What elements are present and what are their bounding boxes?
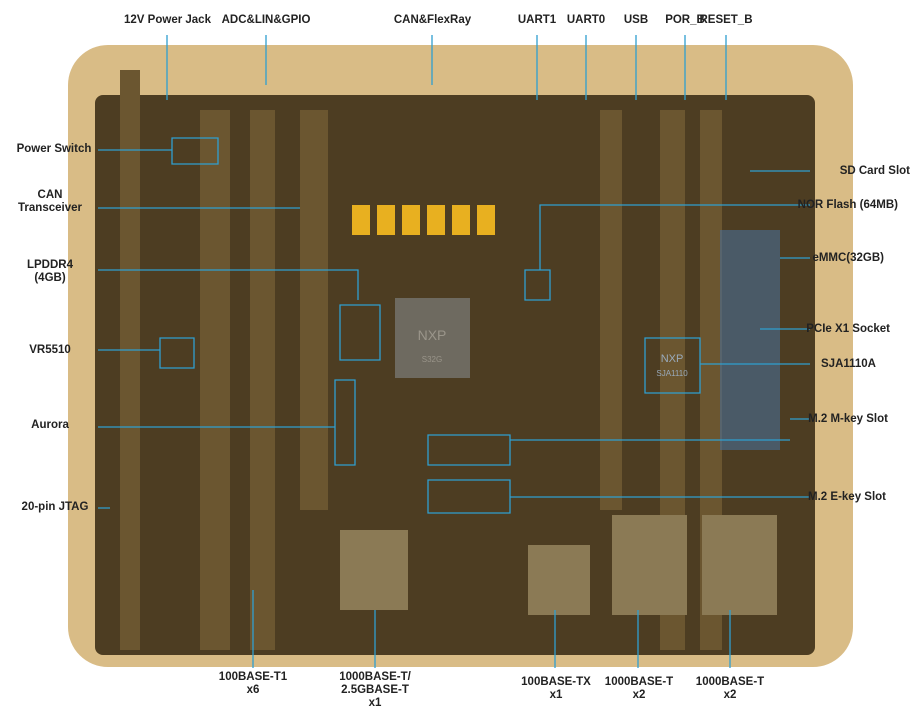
label-1000base-t-b: 1000BASE-T x2: [695, 676, 765, 701]
label-can-transceiver: CAN Transceiver: [18, 189, 82, 214]
label-vr5510: VR5510: [29, 344, 71, 356]
label-aurora: Aurora: [31, 419, 69, 431]
label-por-b: POR_B: [665, 14, 705, 26]
label-1000base-t-a: 1000BASE-T x2: [604, 676, 674, 701]
label-sd-card-slot: SD Card Slot: [839, 165, 910, 177]
leader-lines: [98, 35, 810, 668]
svg-text:S32G: S32G: [422, 355, 442, 364]
label-20-pin-jtag: 20-pin JTAG: [21, 501, 89, 513]
label-1000base-t-2-5gbase-t: 1000BASE-T/ 2.5GBASE-T x1: [339, 671, 411, 709]
label-power-switch: Power Switch: [16, 143, 92, 155]
label-m2-e-key-slot: M.2 E-key Slot: [808, 491, 886, 503]
s32g-chip: [395, 298, 470, 378]
label-emmc: eMMC(32GB): [812, 252, 884, 264]
label-100base-tx: 100BASE-TX x1: [521, 676, 591, 701]
label-uart0: UART0: [566, 14, 606, 26]
rj45-port: [528, 545, 590, 615]
label-pcie-x1-socket: PCIe X1 Socket: [806, 323, 890, 335]
label-sja1110a: SJA1110A: [821, 358, 876, 370]
label-usb: USB: [623, 14, 649, 26]
svg-text:SJA1110: SJA1110: [656, 369, 688, 378]
sja1110-logo: NXP: [661, 353, 684, 365]
label-can-flexray: CAN&FlexRay: [393, 14, 472, 26]
board-logo: [720, 230, 780, 450]
rj45-port: [612, 515, 687, 615]
label-uart1: UART1: [517, 14, 557, 26]
label-12v-power-jack: 12V Power Jack: [124, 14, 211, 26]
label-lpddr4: LPDDR4 (4GB): [26, 259, 73, 284]
label-reset-b: RESET_B: [699, 14, 753, 26]
rj45-port: [702, 515, 777, 615]
s32g-logo: NXP: [418, 327, 447, 343]
label-100base-t1: 100BASE-T1 x6: [218, 671, 288, 696]
label-nor-flash: NOR Flash (64MB): [797, 199, 898, 211]
label-m2-m-key-slot: M.2 M-key Slot: [808, 413, 888, 425]
label-adc-lin-gpio: ADC&LIN&GPIO: [221, 14, 311, 26]
rj45-port: [340, 530, 408, 610]
board-rail: [120, 70, 140, 650]
